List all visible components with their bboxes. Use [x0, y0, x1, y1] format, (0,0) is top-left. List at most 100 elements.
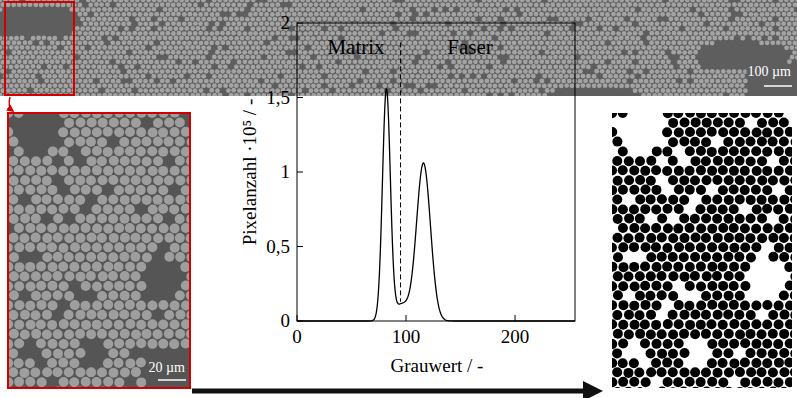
fiber-section: [671, 69, 676, 74]
fiber-section: [333, 0, 338, 3]
fiber-section: [737, 69, 742, 74]
fiber-section: [680, 55, 685, 60]
fiber-section: [193, 69, 198, 74]
fiber-section: [55, 3, 60, 8]
fiber-section: [770, 22, 775, 27]
fiber-section: [787, 2, 792, 7]
fiber-section: [468, 2, 473, 7]
fiber-section: [564, 45, 569, 50]
fiber-section: [495, 2, 500, 7]
fiber-section: [718, 36, 723, 41]
fiber-section: [221, 60, 226, 65]
fiber-section: [666, 69, 671, 74]
fiber-section: [102, 45, 107, 50]
fiber-section: [407, 50, 412, 55]
fiber-section: [781, 31, 786, 36]
fiber-section: [251, 0, 256, 2]
fiber-section: [344, 7, 349, 12]
fiber-section: [141, 0, 146, 2]
fiber-section: [550, 41, 555, 46]
fiber-section: [616, 60, 621, 65]
fiber-section: [638, 31, 643, 36]
fiber-section: [647, 55, 652, 60]
fiber-section: [691, 17, 696, 22]
fiber-section: [25, 64, 30, 69]
fiber-section: [184, 26, 189, 31]
fiber-section: [652, 26, 657, 31]
fiber-section: [275, 31, 280, 36]
fiber-section: [138, 31, 143, 36]
fiber-section: [760, 12, 765, 17]
fiber-section: [341, 21, 346, 26]
fiber-section: [319, 31, 324, 36]
fiber-section: [322, 7, 327, 12]
fiber-section: [438, 26, 443, 31]
fiber-section: [316, 45, 321, 50]
fiber-section: [578, 31, 583, 36]
fiber-section: [705, 41, 710, 46]
fiber-section: [22, 69, 27, 74]
fiber-section: [501, 12, 506, 17]
fiber-section: [201, 45, 206, 50]
fiber-section: [575, 45, 580, 50]
fiber-section: [138, 21, 143, 26]
fiber-section: [781, 2, 786, 7]
fiber-section: [168, 26, 173, 31]
fiber-section: [677, 22, 682, 27]
fiber-section: [196, 55, 201, 60]
fiber-section: [267, 64, 272, 69]
fiber-section: [322, 36, 327, 41]
fiber-section: [256, 55, 261, 60]
fiber-section: [339, 7, 344, 12]
fiber-section: [377, 0, 382, 3]
fiber-section: [603, 55, 608, 60]
fiber-section: [358, 12, 363, 17]
fiber-section: [182, 41, 187, 46]
fiber-group: [0, 0, 797, 96]
fiber-section: [556, 40, 561, 45]
fiber-section: [143, 21, 148, 26]
fiber-section: [457, 69, 462, 74]
fiber-section: [89, 69, 94, 74]
fiber-section: [479, 2, 484, 7]
fiber-section: [517, 21, 522, 26]
fiber-section: [663, 26, 668, 31]
fiber-section: [14, 36, 19, 41]
fiber-section: [743, 31, 748, 36]
fiber-section: [476, 64, 481, 69]
fiber-section: [790, 17, 795, 22]
fiber-section: [603, 17, 608, 22]
fiber-section: [479, 69, 484, 74]
fiber-section: [383, 17, 388, 22]
fiber-section: [721, 31, 726, 36]
fiber-section: [212, 0, 217, 2]
fiber-section: [402, 12, 407, 17]
fiber-section: [300, 7, 305, 12]
fiber-section: [141, 7, 146, 12]
fiber-section: [108, 45, 113, 50]
fiber-section: [638, 3, 643, 8]
fiber-section: [64, 55, 69, 60]
fiber-section: [234, 17, 239, 22]
fiber-section: [198, 21, 203, 26]
fiber-section: [517, 2, 522, 7]
fiber-section: [432, 45, 437, 50]
fiber-section: [688, 41, 693, 46]
fiber-section: [605, 12, 610, 17]
fiber-section: [273, 0, 278, 2]
fiber-section: [600, 21, 605, 26]
fiber-section: [765, 22, 770, 27]
fiber-section: [616, 21, 621, 26]
fiber-section: [534, 69, 539, 74]
fiber-section: [424, 60, 429, 65]
fiber-section: [322, 0, 327, 3]
fiber-section: [105, 21, 110, 26]
fiber-section: [176, 22, 181, 27]
fiber-section: [42, 74, 47, 79]
fiber-section: [149, 12, 154, 17]
fiber-section: [583, 50, 588, 55]
fiber-section: [790, 26, 795, 31]
fiber-section: [292, 41, 297, 46]
fiber-section: [789, 7, 794, 12]
fiber-section: [20, 55, 25, 60]
